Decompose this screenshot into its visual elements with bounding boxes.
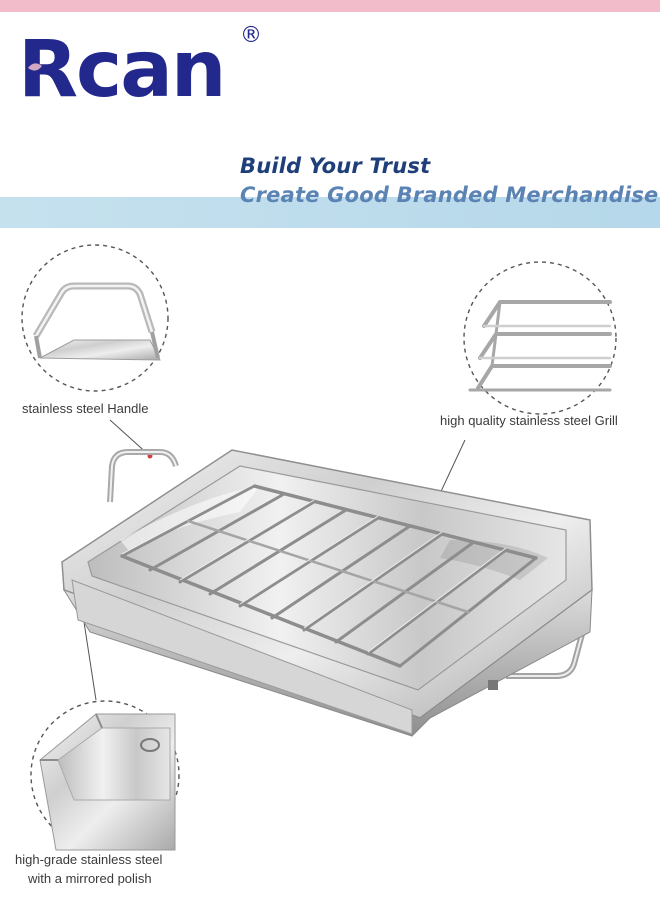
slogan-band [0,197,660,228]
brand-logo-wordmark: Rcan [18,25,224,105]
brand-logo: Rcan ® [18,23,262,105]
leaf-decoration-icon [28,63,42,71]
roasting-pan [61,449,593,737]
mirror-polish-detail-icon [39,713,176,851]
grill-rack [120,484,538,668]
roasting-pan-illustration [21,244,617,851]
slogan-line-2: Create Good Branded Merchandise [240,183,659,207]
top-accent-band [0,0,660,12]
grill-callout-label: high quality stainless steel Grill [440,413,618,428]
slogan: Build Your Trust Create Good Branded Mer… [0,150,660,230]
pan-foot [488,680,498,690]
polish-callout-label-line-1: high-grade stainless steel [15,852,163,867]
registered-mark: ® [240,23,262,48]
handle-detail-callout [21,244,169,392]
handle-detail-icon [32,282,161,361]
grill-detail-callout [463,261,617,415]
grill-detail-icon [468,300,612,392]
slogan-line-1: Build Your Trust [240,154,431,178]
polish-callout-label-line-2: with a mirrored polish [28,871,152,886]
handle-callout-label: stainless steel Handle [22,401,149,416]
polish-detail-callout [30,700,180,851]
